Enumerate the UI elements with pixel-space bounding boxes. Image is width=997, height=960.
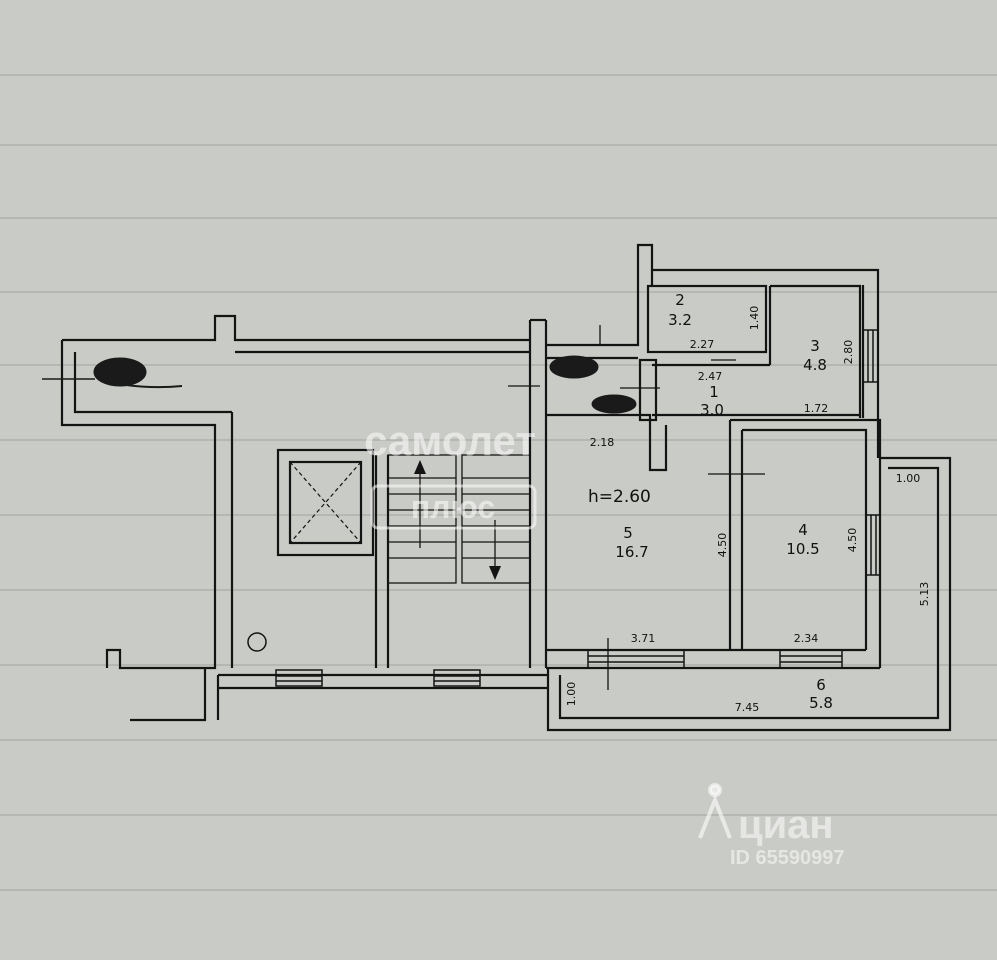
round-column	[247, 632, 267, 652]
room-3-number: 3	[810, 337, 820, 355]
dim-room4-width: 2.34	[794, 632, 819, 645]
room-1-number: 1	[709, 383, 719, 401]
room-4-number: 4	[798, 521, 808, 539]
stair-arrows	[414, 460, 501, 580]
dim-room1-width: 2.47	[698, 370, 723, 383]
dim-room2-height: 1.40	[748, 306, 761, 331]
dim-room5-height: 4.50	[716, 533, 729, 558]
samolet-plus-frame	[370, 484, 537, 530]
elevator-cross	[289, 461, 362, 544]
samolet-plus-watermark: плюс	[411, 489, 495, 525]
dim-balcony-side: 1.00	[896, 472, 921, 485]
dim-room3-width: 1.72	[804, 402, 829, 415]
dim-corridor-width: 2.18	[590, 436, 615, 449]
room-2-area: 3.2	[668, 311, 692, 329]
dim-room5-width: 3.71	[631, 632, 656, 645]
dim-balcony-length: 7.45	[735, 701, 760, 714]
dim-room4-height: 4.50	[846, 528, 859, 553]
room-1-area: 3.0	[700, 401, 724, 419]
tick-marks	[508, 325, 765, 690]
room-6-number: 6	[816, 676, 826, 694]
room-3-area: 4.8	[803, 356, 827, 374]
stairs	[387, 454, 531, 584]
cian-logo-icon	[698, 783, 732, 839]
walls	[60, 243, 952, 732]
samolet-watermark: самолет	[364, 417, 536, 464]
cian-id-watermark: ID 65590997	[730, 847, 845, 869]
room-4-area: 10.5	[786, 540, 819, 558]
room-5-area: 16.7	[615, 543, 648, 561]
room-6-area: 5.8	[809, 694, 833, 712]
paper-lines	[0, 74, 997, 891]
room-2-number: 2	[675, 291, 685, 309]
cian-watermark: циан	[738, 803, 834, 847]
dim-room2-width: 2.27	[690, 338, 715, 351]
room-5-number: 5	[623, 524, 633, 542]
dim-balcony-bottom: 1.00	[565, 682, 578, 707]
dim-room3-height: 2.80	[842, 340, 855, 365]
scribbles	[42, 355, 637, 414]
ceiling-height-label: h=2.60	[588, 487, 651, 507]
dim-balcony-height: 5.13	[918, 582, 931, 607]
windows	[275, 329, 881, 687]
